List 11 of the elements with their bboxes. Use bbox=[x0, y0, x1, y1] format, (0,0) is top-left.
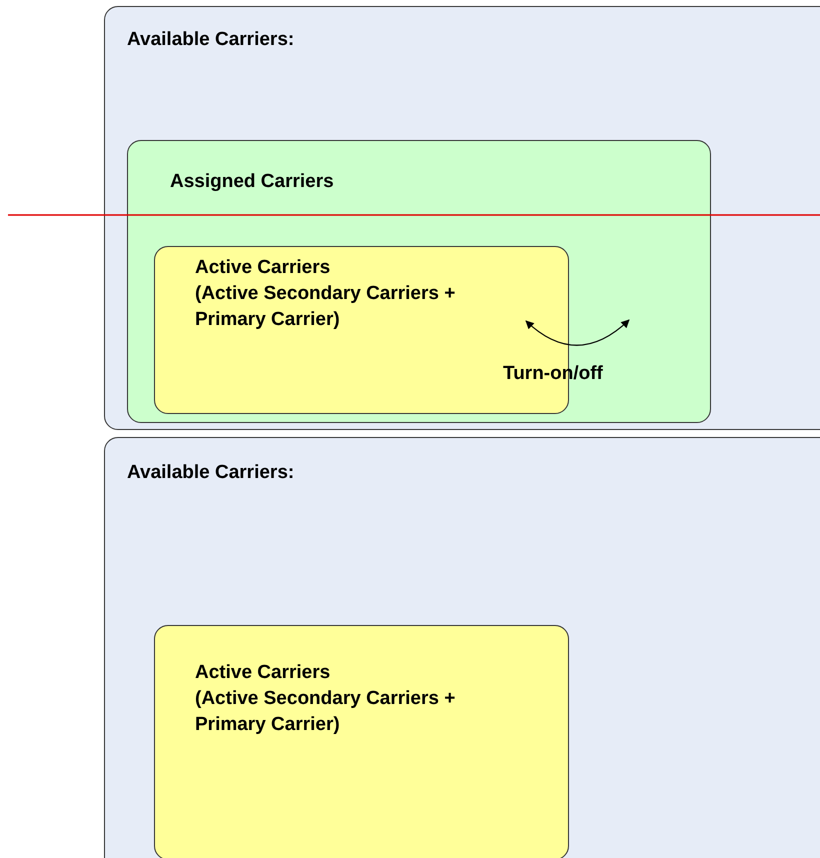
group-description: (Active Secondary Carriers + Primary Carrier) bbox=[195, 687, 456, 737]
group-title: Active Carriers bbox=[195, 661, 332, 685]
group-title: Active Carriers bbox=[195, 256, 332, 280]
carrier-group-box bbox=[104, 6, 820, 430]
group-title: Available Carriers: bbox=[127, 461, 296, 485]
carrier-group-box bbox=[127, 140, 711, 423]
group-title: Assigned Carriers bbox=[170, 170, 335, 194]
group-description: (Active Secondary Carriers + Primary Carrier) bbox=[195, 282, 456, 332]
carrier-group-box bbox=[104, 437, 820, 858]
group-title: Available Carriers: bbox=[127, 28, 296, 52]
carrier-group-box bbox=[154, 625, 569, 858]
